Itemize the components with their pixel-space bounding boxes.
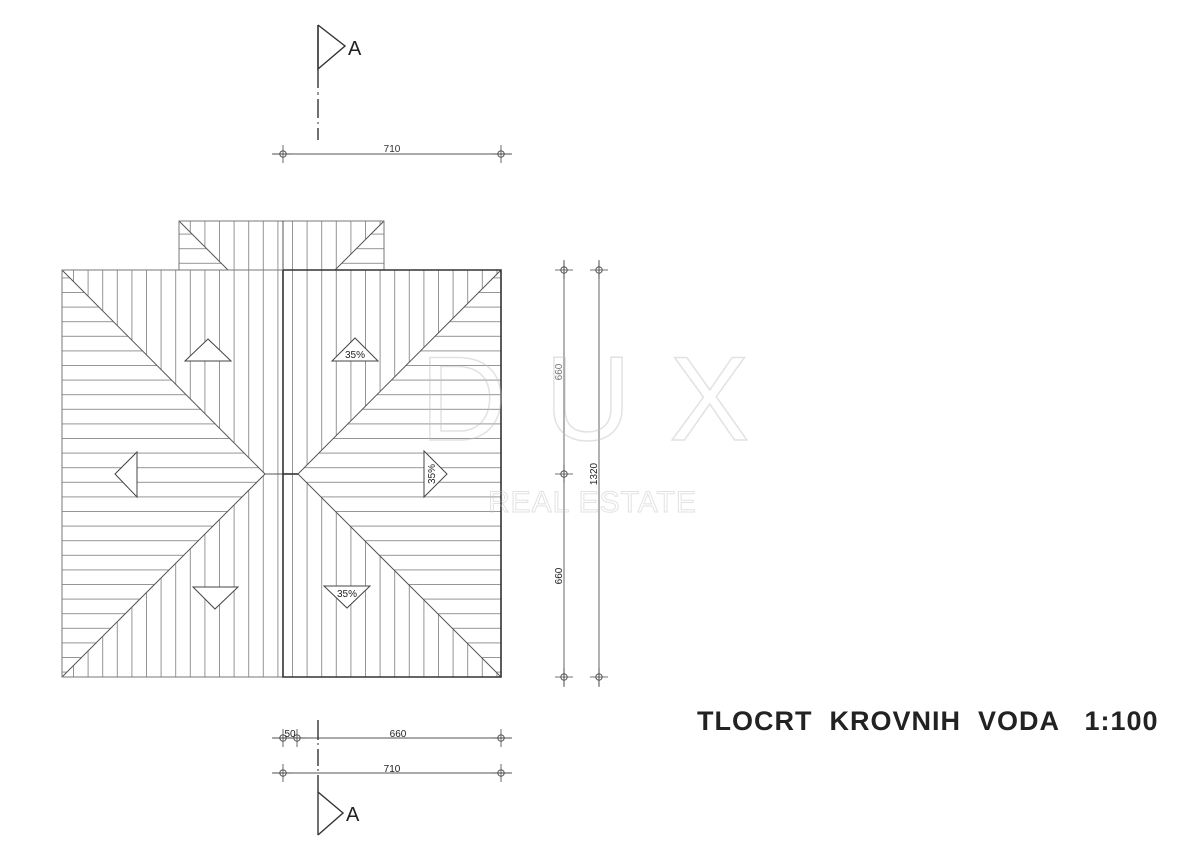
dim-top-width-label: 710 — [384, 144, 401, 155]
slope-arrow-west — [114, 450, 138, 499]
slope-label-east: 35% — [427, 464, 438, 484]
slope-label-south: 35% — [337, 589, 357, 600]
slope-arrows — [114, 337, 448, 610]
dimension-right-segments — [554, 260, 574, 687]
dim-right-total-label: 1320 — [589, 462, 600, 485]
roof-extension-top — [178, 220, 385, 271]
dimension-right-total — [589, 260, 609, 687]
drawing-title: TLOCRT KROVNIH VODA 1:100 — [697, 706, 1159, 736]
slope-label-north: 35% — [345, 350, 365, 361]
slope-arrow-north-left — [183, 338, 233, 362]
roof-right-half-outline — [282, 269, 502, 678]
section-label-bottom: A — [346, 804, 360, 826]
slope-arrow-north — [330, 337, 380, 362]
section-label-top: A — [348, 38, 362, 60]
slope-arrow-south-left — [191, 586, 240, 610]
slope-arrow-east — [423, 449, 448, 499]
dim-right-upper-label: 660 — [554, 363, 565, 380]
dimension-top-width — [272, 144, 512, 164]
slope-arrow-south — [322, 585, 372, 609]
section-mark-bottom — [317, 720, 345, 836]
dim-right-lower-label: 660 — [554, 567, 565, 584]
dim-bottom-inner-label: 660 — [390, 729, 407, 740]
dim-bottom-total-label: 710 — [384, 764, 401, 775]
dim-bottom-overhang-label: 50 — [284, 729, 296, 740]
dimension-bottom-inner — [272, 728, 512, 748]
dimension-bottom-total — [272, 763, 512, 783]
section-mark-top — [317, 24, 347, 140]
